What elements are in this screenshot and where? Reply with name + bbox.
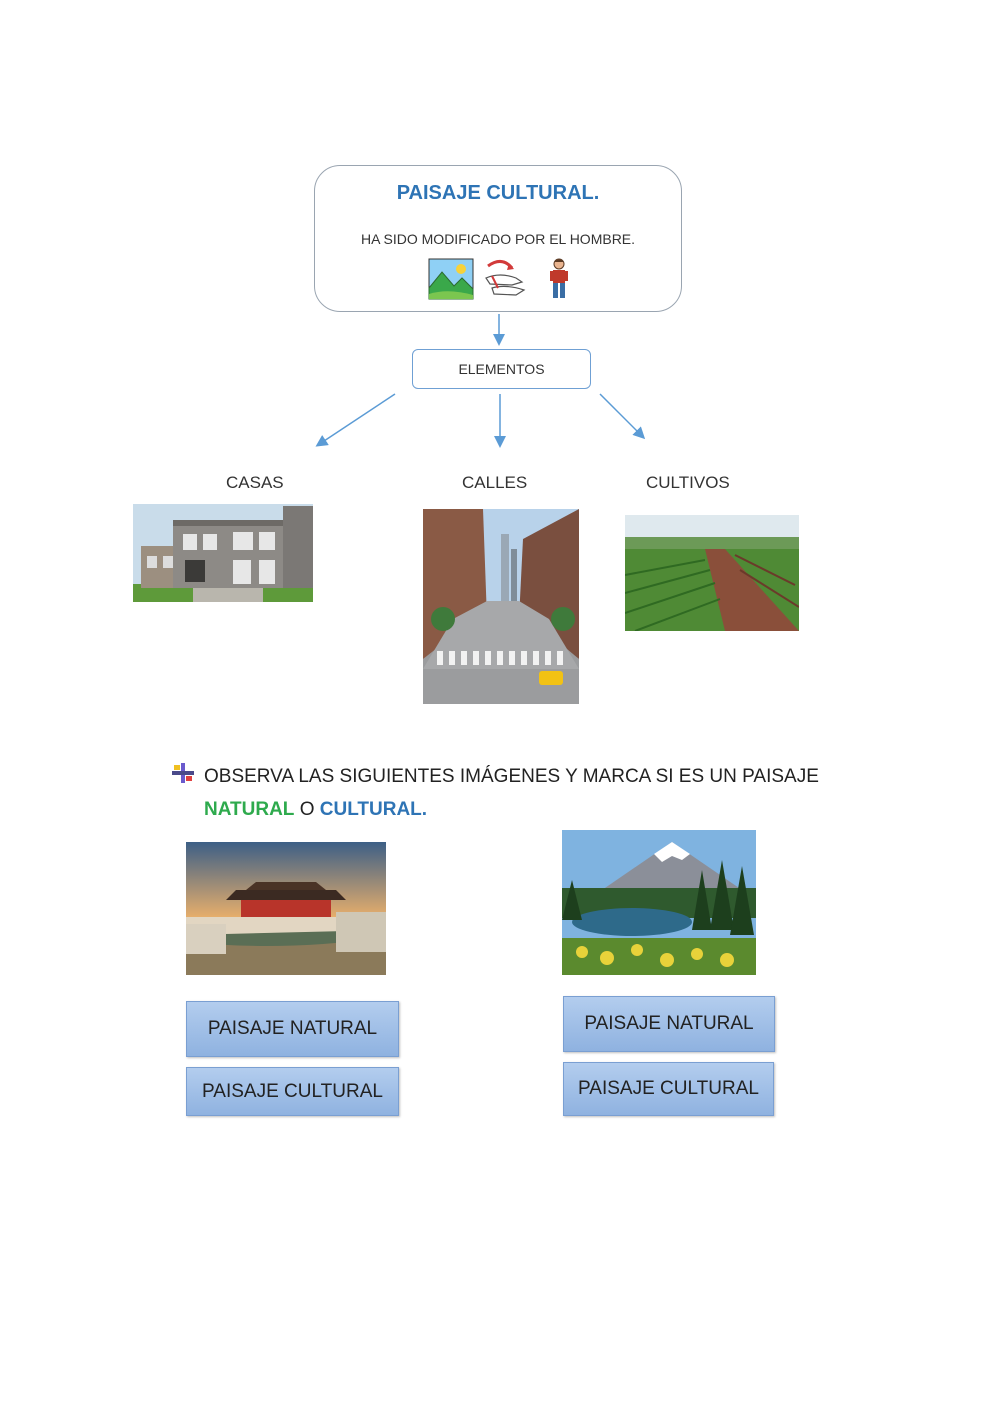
right-natural-button[interactable]: PAISAJE NATURAL (563, 996, 775, 1052)
forbidden-city-photo (186, 842, 386, 975)
modify-hands-pictogram-icon (482, 258, 528, 300)
concept-title: PAISAJE CULTURAL. (396, 182, 600, 204)
bullet-plus-icon (172, 763, 194, 783)
crops-photo (625, 515, 799, 631)
concept-description: HA SIDO MODIFICADO POR EL HOMBRE. (360, 231, 636, 247)
label-cultivos: CULTIVOS (646, 473, 730, 492)
arrow-to-casas (315, 393, 396, 447)
landscape-pictogram-icon (428, 258, 474, 300)
instruction-line-1: OBSERVA LAS SIGUIENTES IMÁGENES Y MARCA … (204, 766, 819, 787)
houses-photo (133, 504, 313, 602)
label-calles: CALLES (462, 473, 528, 492)
person-pictogram-icon (548, 258, 570, 300)
street-photo (423, 509, 579, 704)
elements-box: ELEMENTOS (412, 349, 591, 389)
left-natural-button[interactable]: PAISAJE NATURAL (186, 1001, 399, 1057)
keyword-cultural: CULTURAL. (319, 799, 428, 820)
mountain-lake-photo (562, 830, 756, 975)
instruction-line-2: NATURAL O CULTURAL. (204, 793, 884, 826)
keyword-connector: O (299, 799, 315, 820)
label-casas: CASAS (226, 473, 284, 492)
right-cultural-button[interactable]: PAISAJE CULTURAL (563, 1062, 774, 1116)
instruction-text: OBSERVA LAS SIGUIENTES IMÁGENES Y MARCA … (204, 760, 884, 826)
connector-arrows (315, 314, 646, 448)
keyword-natural: NATURAL (204, 799, 295, 820)
left-cultural-button[interactable]: PAISAJE CULTURAL (186, 1067, 399, 1116)
arrow-to-cultivos (599, 393, 646, 440)
